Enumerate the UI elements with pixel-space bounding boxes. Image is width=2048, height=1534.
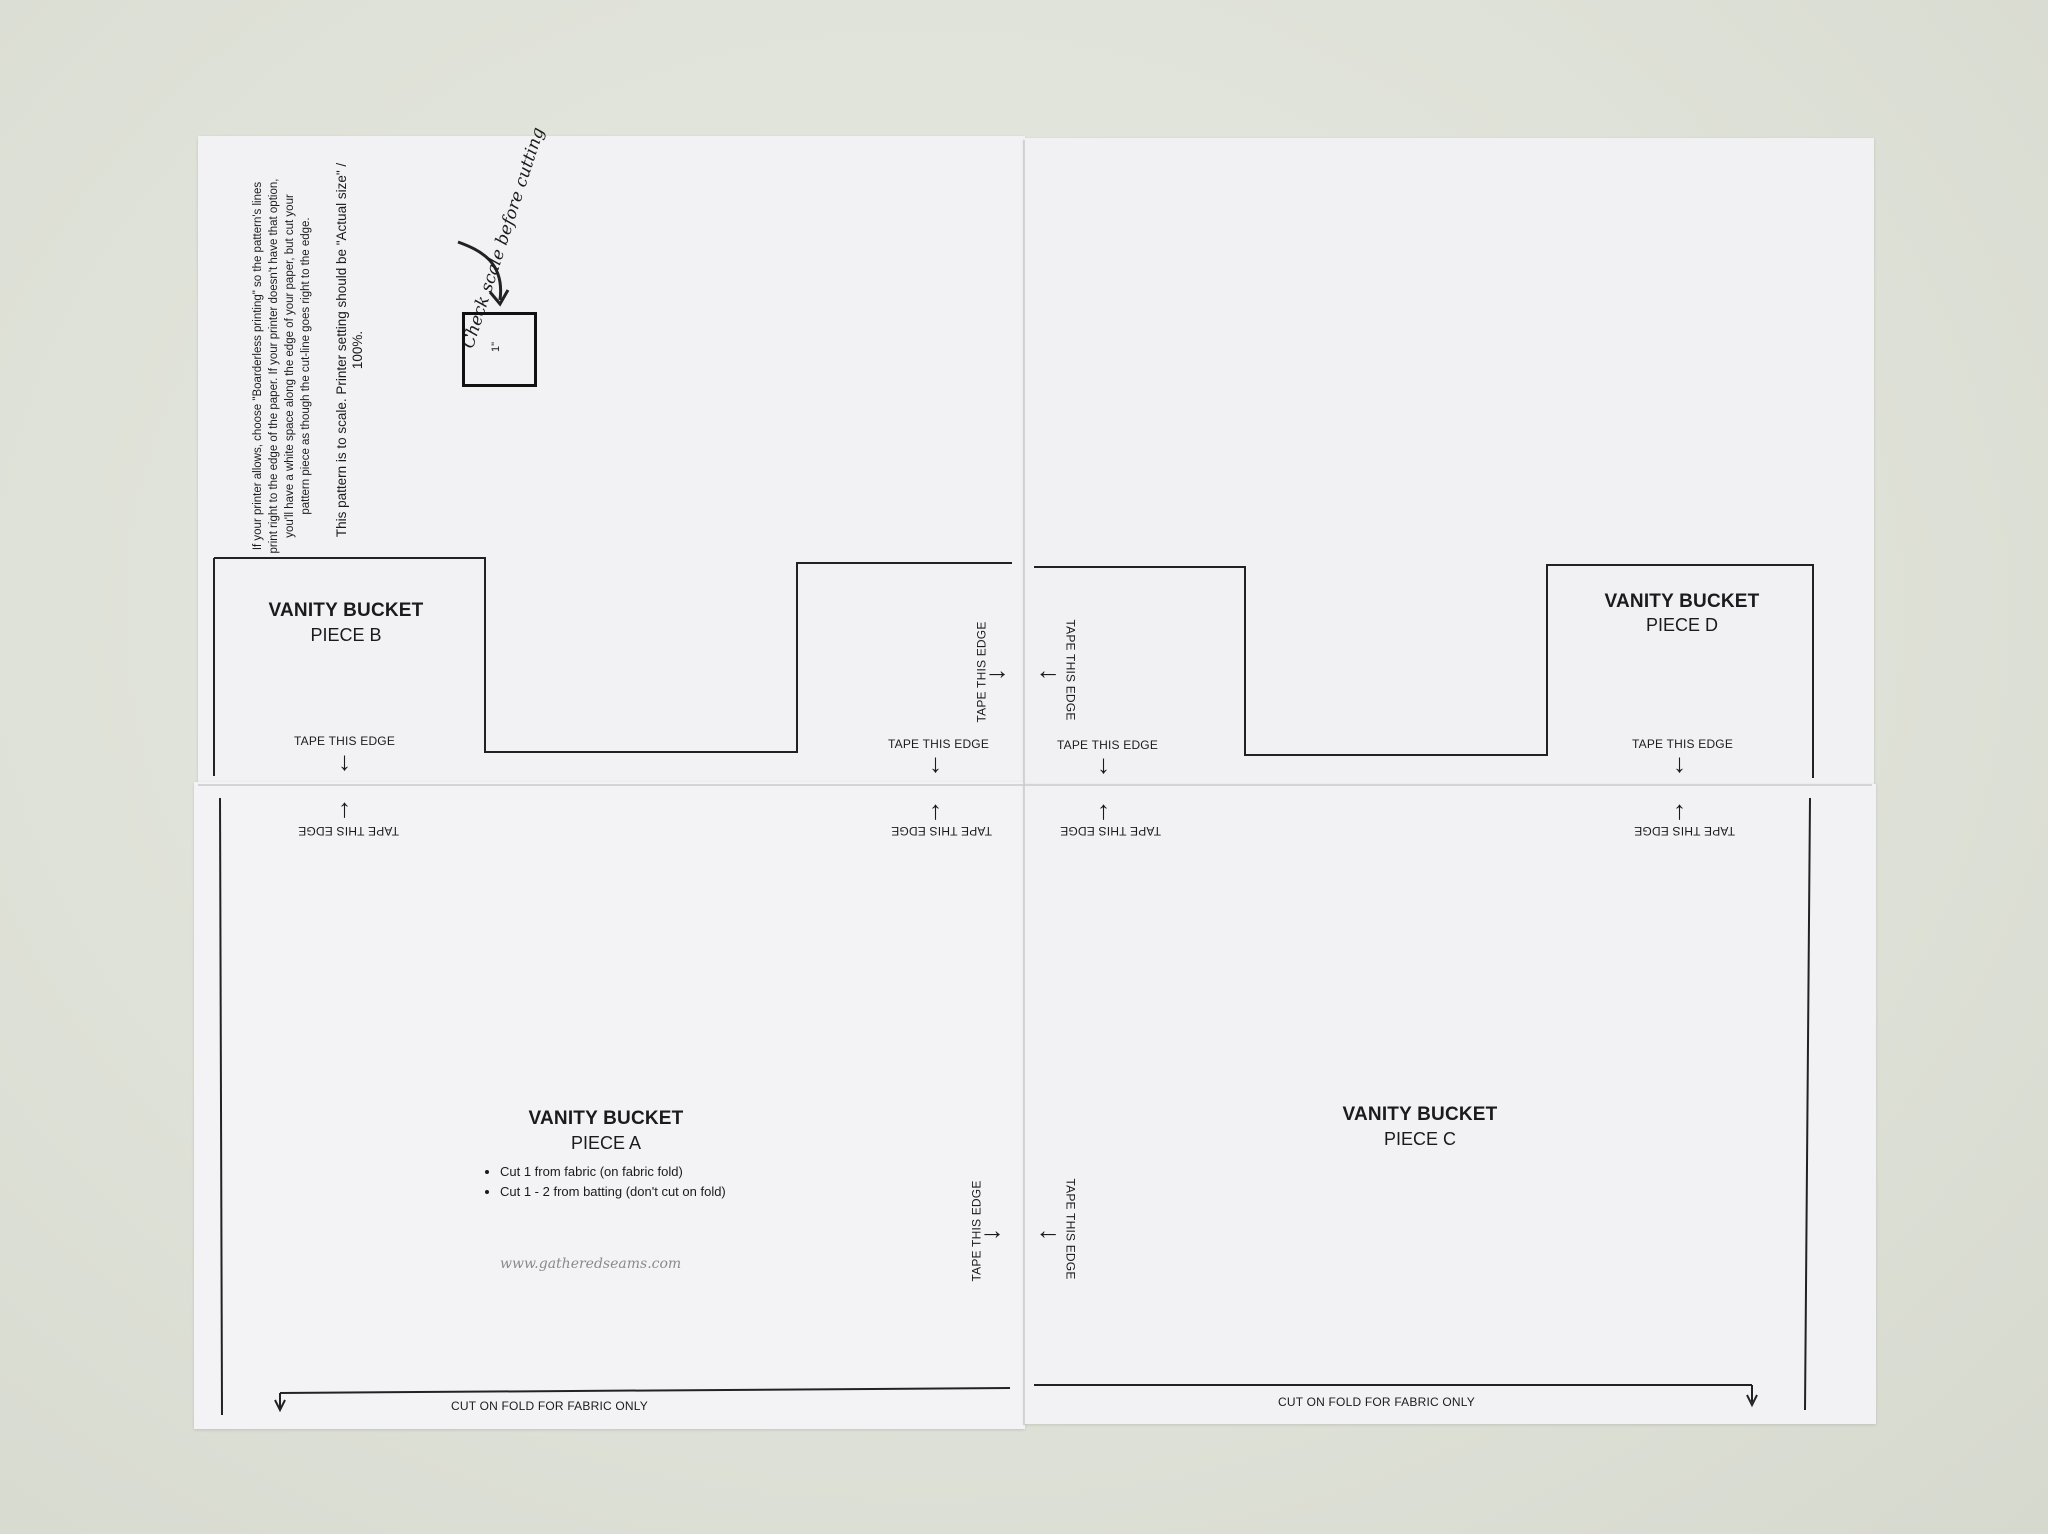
tape-edge-label: TAPE THIS EDGE — [888, 737, 990, 751]
arrow-right-icon: → — [979, 1215, 1005, 1245]
fold-label: CUT ON FOLD FOR FABRIC ONLY — [1278, 1395, 1475, 1409]
arrow-up-icon: ↑ — [1097, 795, 1110, 825]
tape-edge-label: TAPE THIS EDGE — [1634, 824, 1736, 838]
piece-b-title: VANITY BUCKET — [268, 600, 424, 621]
fold-label: CUT ON FOLD FOR FABRIC ONLY — [451, 1399, 648, 1413]
watermark: www.gatheredseams.com — [500, 1256, 682, 1272]
tape-edge-label: TAPE THIS EDGE — [891, 824, 993, 838]
tape-edge-label: TAPE THIS EDGE — [1057, 738, 1159, 752]
piece-d-title: VANITY BUCKET — [1604, 591, 1760, 612]
piece-c-title: VANITY BUCKET — [1342, 1104, 1498, 1125]
piece-a-cut-list: Cut 1 from fabric (on fabric fold) Cut 1… — [482, 1162, 726, 1202]
arrow-down-icon: ↓ — [1673, 748, 1686, 778]
tape-edge-label: TAPE THIS EDGE — [298, 824, 400, 838]
pattern-sheet-top-right — [1024, 138, 1874, 788]
scale-box-label: 1" — [490, 341, 503, 353]
arrow-down-icon: ↓ — [1097, 749, 1110, 779]
piece-a-label: PIECE A — [570, 1133, 642, 1153]
piece-c-label: PIECE C — [1383, 1129, 1457, 1149]
tape-edge-label: TAPE THIS EDGE — [1632, 737, 1734, 751]
pattern-sheet-bottom-right — [1024, 784, 1876, 1424]
arrow-up-icon: ↑ — [929, 795, 942, 825]
scale-check-box: 1" — [462, 312, 537, 387]
pattern-sheet-top-left — [198, 136, 1025, 786]
pattern-sheet-bottom-left — [194, 782, 1025, 1429]
tape-edge-label: TAPE THIS EDGE — [1063, 1178, 1078, 1280]
piece-a-title: VANITY BUCKET — [528, 1108, 684, 1129]
arrow-down-icon: ↓ — [338, 746, 351, 776]
piece-d-label: PIECE D — [1645, 615, 1719, 635]
list-item: Cut 1 - 2 from batting (don't cut on fol… — [500, 1182, 726, 1202]
tape-edge-label: TAPE THIS EDGE — [1060, 824, 1162, 838]
arrow-left-icon: ← — [1035, 655, 1061, 685]
tape-edge-label: TAPE THIS EDGE — [294, 734, 396, 748]
arrow-right-icon: → — [984, 655, 1010, 685]
arrow-up-icon: ↑ — [1673, 795, 1686, 825]
arrow-down-icon: ↓ — [929, 748, 942, 778]
arrow-up-icon: ↑ — [338, 793, 351, 823]
scale-note: This pattern is to scale. Printer settin… — [334, 162, 365, 538]
arrow-left-icon: ← — [1035, 1215, 1061, 1245]
borderless-printing-note: If your printer allows, choose "Boarderl… — [252, 178, 312, 554]
piece-b-label: PIECE B — [310, 625, 382, 645]
tape-edge-label: TAPE THIS EDGE — [1063, 619, 1078, 721]
list-item: Cut 1 from fabric (on fabric fold) — [500, 1162, 726, 1182]
